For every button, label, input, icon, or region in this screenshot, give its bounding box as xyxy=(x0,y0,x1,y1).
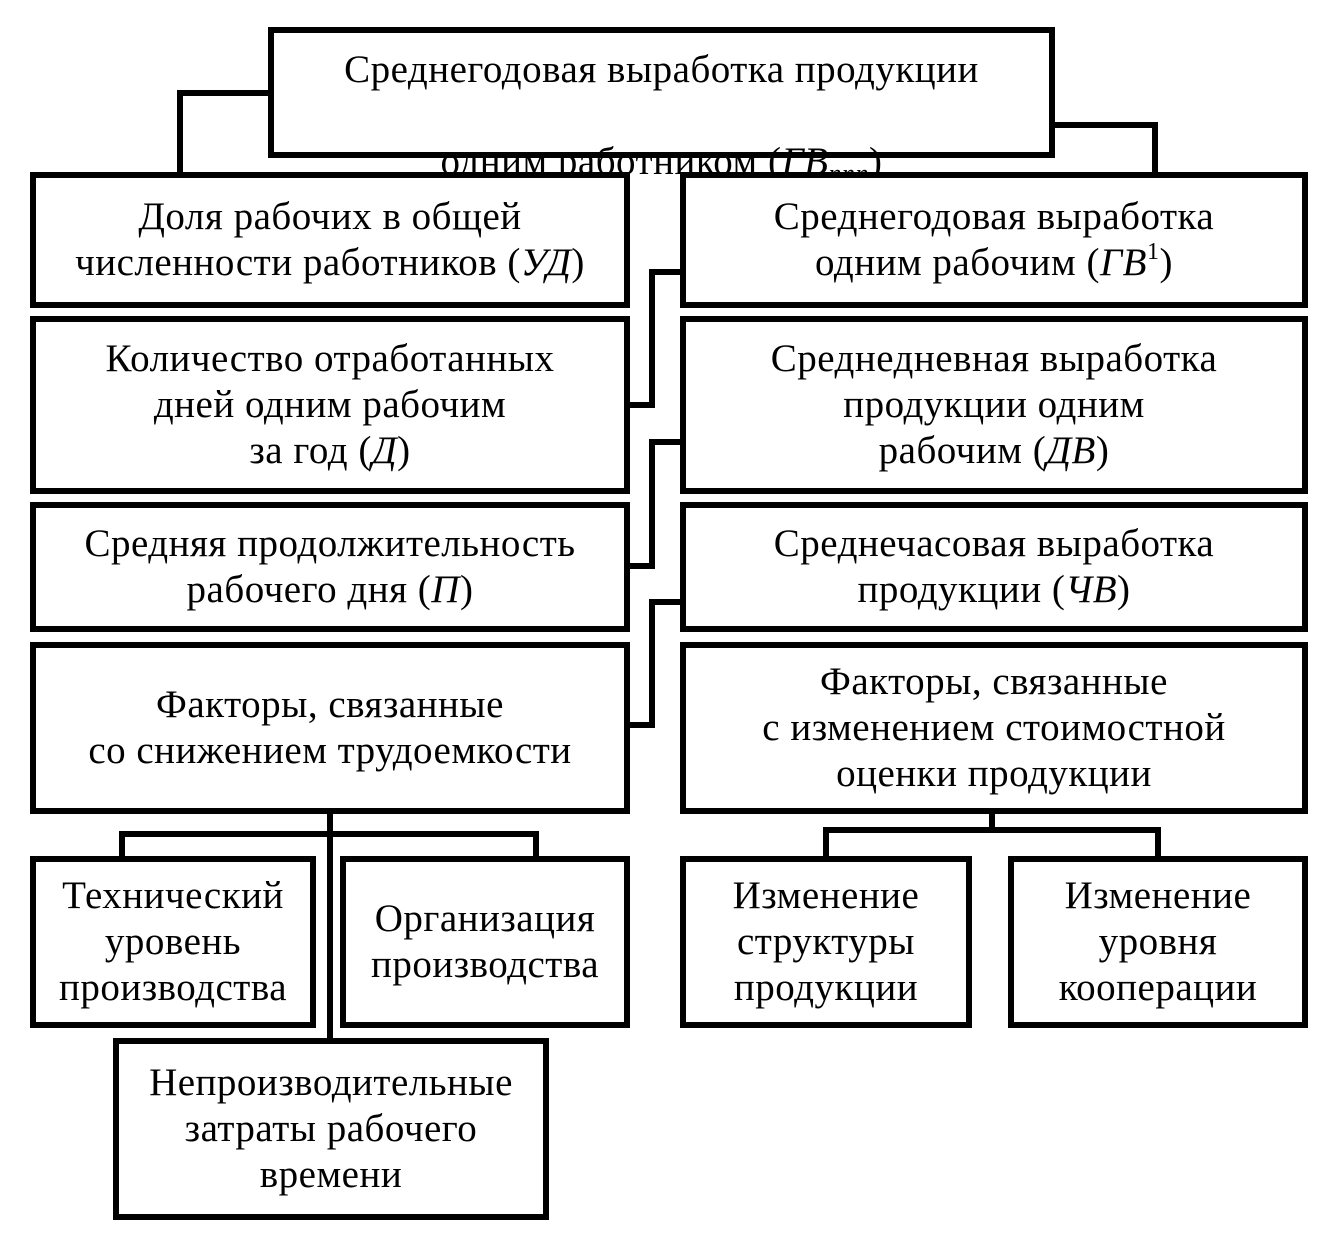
symbol-chv: ЧВ xyxy=(1065,568,1118,611)
node-annual-output-per-worker-text: Среднегодовая выработка одним рабочим ( xyxy=(773,195,1215,284)
node-annual-output-per-employee: Среднегодовая выработка продукции одним … xyxy=(268,27,1055,186)
symbol-d: Д xyxy=(371,429,398,472)
node-hourly-output-text: Среднечасовая выработка продукции ( xyxy=(773,522,1215,611)
node-cost-valuation-factors-text: Факторы, связанные с изменением стоимост… xyxy=(762,660,1226,795)
node-product-structure-change-text: Изменение структуры продукции xyxy=(732,874,920,1009)
node-unproductive-time-text: Непроизводительные затраты рабочего врем… xyxy=(149,1061,513,1196)
node-workday-length: Средняя продолжительность рабочего дня (… xyxy=(30,502,630,632)
connector-d-gv1 xyxy=(625,269,687,408)
node-hourly-output: Среднечасовая выработка продукции (ЧВ) xyxy=(680,502,1308,632)
closing-paren: ) xyxy=(1117,568,1131,611)
node-production-organization-text: Организация производства xyxy=(370,897,600,986)
symbol-superscript: 1 xyxy=(1146,239,1160,265)
node-labor-intensity-factors: Факторы, связанные со снижением трудоемк… xyxy=(30,642,630,814)
node-days-worked-text: Количество отработанных дней одним рабоч… xyxy=(105,337,555,472)
node-technical-level: Технический уровень производства xyxy=(30,856,316,1028)
node-annual-output-per-employee-line1: Среднегодовая выработка продукции xyxy=(344,47,979,91)
symbol-gv: ГВ xyxy=(1099,241,1147,284)
node-technical-level-text: Технический уровень производства xyxy=(58,874,288,1009)
node-production-organization: Организация производства xyxy=(340,856,630,1028)
closing-paren: ) xyxy=(571,241,585,284)
symbol-ud: УД xyxy=(520,241,572,284)
node-days-worked: Количество отработанных дней одним рабоч… xyxy=(30,316,630,494)
symbol-p: П xyxy=(431,568,460,611)
symbol-dv: ДВ xyxy=(1046,429,1096,472)
closing-paren: ) xyxy=(1159,241,1173,284)
node-worker-share-text: Доля рабочих в общей численности работни… xyxy=(75,195,522,284)
closing-paren: ) xyxy=(868,139,883,183)
node-unproductive-time: Непроизводительные затраты рабочего врем… xyxy=(113,1038,549,1220)
node-cost-valuation-factors: Факторы, связанные с изменением стоимост… xyxy=(680,642,1308,814)
connector-left-branch xyxy=(119,831,539,863)
connector-trud-chv xyxy=(625,599,687,728)
connector-p-dv xyxy=(625,439,687,569)
connector-top-left xyxy=(177,90,271,179)
node-workday-length-text: Средняя продолжительность рабочего дня ( xyxy=(84,522,576,611)
node-daily-output-text: Среднедневная выработка продукции одним … xyxy=(770,337,1218,472)
node-labor-intensity-factors-text: Факторы, связанные со снижением трудоемк… xyxy=(88,683,572,772)
closing-paren: ) xyxy=(397,429,411,472)
node-cooperation-level-change-text: Изменение уровня кооперации xyxy=(1058,874,1258,1009)
node-product-structure-change: Изменение структуры продукции xyxy=(680,856,972,1028)
node-annual-output-per-worker: Среднегодовая выработка одним рабочим (Г… xyxy=(680,172,1308,308)
closing-paren: ) xyxy=(459,568,474,611)
node-worker-share: Доля рабочих в общей численности работни… xyxy=(30,172,630,308)
connector-right-branch xyxy=(823,827,1161,863)
node-daily-output: Среднедневная выработка продукции одним … xyxy=(680,316,1308,494)
node-cooperation-level-change: Изменение уровня кооперации xyxy=(1008,856,1308,1028)
connector-top-right xyxy=(1049,122,1158,179)
closing-paren: ) xyxy=(1095,429,1110,472)
